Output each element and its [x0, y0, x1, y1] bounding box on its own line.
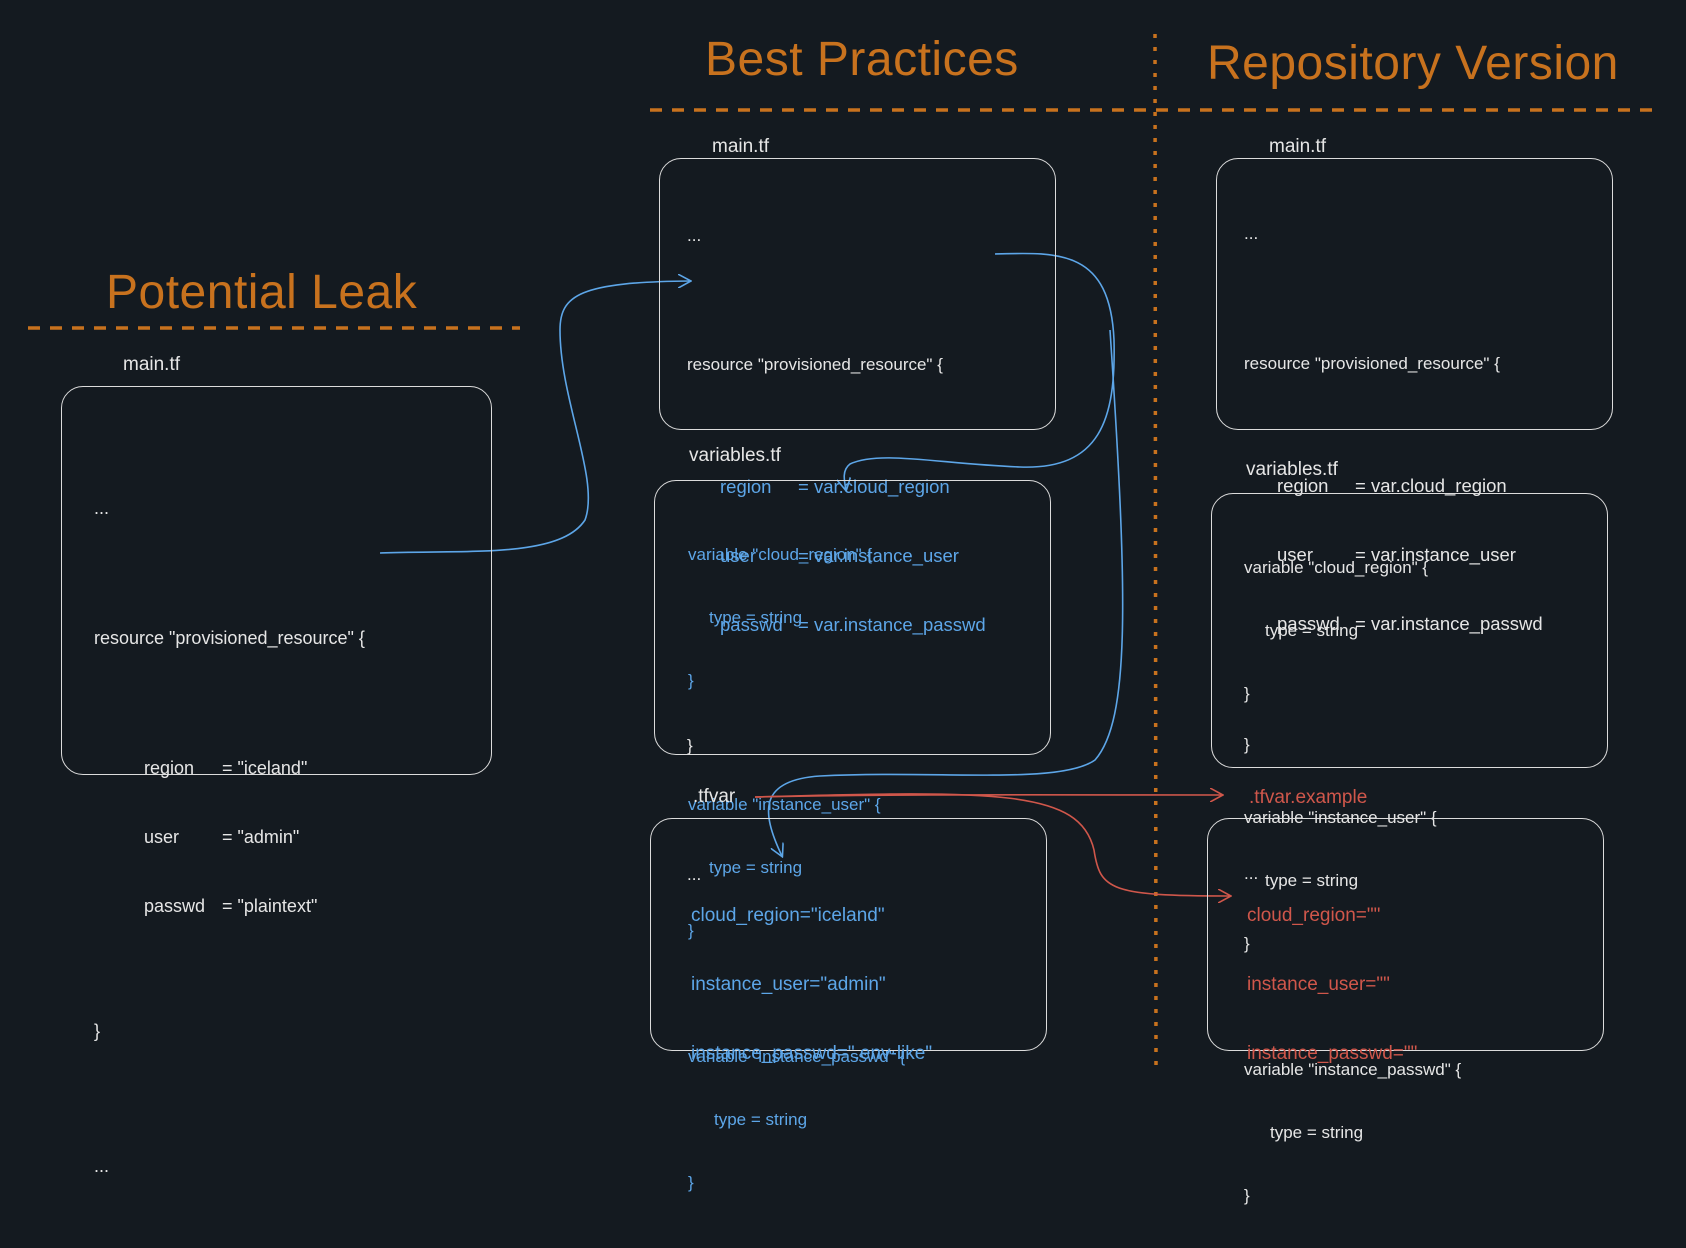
field-key: user: [1277, 544, 1313, 565]
code-ellipsis: ...: [1244, 864, 1259, 883]
repo-tfvar-example-label: .tfvar.example: [1249, 787, 1368, 808]
tfvar-line: instance_user="admin": [691, 974, 886, 995]
best-tfvar-label: .tfvar: [693, 786, 736, 807]
code-ellipsis: ...: [94, 1156, 110, 1176]
repo-variables-tf-box: [1211, 493, 1608, 768]
code-close: }: [687, 736, 693, 755]
leak-main-tf-label: main.tf: [123, 354, 181, 375]
repo-variables-tf-label: variables.tf: [1246, 459, 1338, 480]
code-ellipsis: ...: [687, 226, 702, 245]
code-close: }: [1244, 735, 1250, 754]
repo-main-tf-code: ... resource "provisioned_resource" { re…: [1244, 176, 1543, 931]
best-main-tf-box: [659, 158, 1056, 430]
code-resource-open: resource "provisioned_resource" {: [1244, 354, 1500, 373]
variable-close: }: [1244, 934, 1250, 953]
tfvar-line: instance_passwd=".env-like": [691, 1043, 933, 1064]
leak-main-tf-box: [61, 386, 492, 775]
field-key: user: [144, 827, 180, 847]
field-value: = "admin": [222, 827, 300, 847]
field-key: region: [144, 758, 195, 778]
field-value: = var.instance_passwd: [798, 614, 986, 635]
field-value: = var.cloud_region: [798, 476, 950, 497]
arrow-best-main-to-variables: [844, 252, 1115, 490]
variable-open: variable "instance_passwd" {: [1244, 1060, 1462, 1079]
variable-type: type = string: [1265, 621, 1359, 640]
variable-type: type = string: [1270, 1123, 1364, 1142]
best-main-tf-label: main.tf: [712, 136, 770, 157]
field-key: region: [720, 476, 772, 497]
variable-open: variable "cloud_region" {: [1244, 558, 1429, 577]
field-key: user: [720, 545, 756, 566]
best-main-tf-code: ... resource "provisioned_resource" { re…: [687, 178, 986, 932]
best-tfvar-box: [650, 818, 1047, 1051]
code-ellipsis: ...: [1244, 224, 1259, 243]
vertical-divider-line: [1153, 33, 1158, 1066]
heading-potential-leak: Potential Leak: [106, 266, 418, 319]
code-ellipsis: ...: [94, 498, 110, 518]
code-close: }: [94, 1021, 101, 1041]
best-variables-tf-box: [654, 480, 1051, 755]
variable-type: type = string: [714, 1110, 808, 1129]
field-value: = "plaintext": [222, 896, 318, 916]
variable-type: type = string: [709, 858, 803, 877]
connectors-layer: [28, 33, 1660, 1066]
tfvar-example-line: instance_user="": [1247, 974, 1390, 995]
field-key: passwd: [720, 614, 783, 635]
arrow-best-main-to-tfvar: [767, 329, 1124, 856]
field-value: = var.instance_user: [1355, 544, 1516, 565]
heading-best-practices: Best Practices: [705, 33, 1019, 86]
heading-repository-version: Repository Version: [1207, 37, 1619, 90]
variable-close: }: [688, 671, 694, 690]
code-resource-open: resource "provisioned_resource" {: [687, 355, 943, 374]
field-key: region: [1277, 475, 1329, 496]
variable-close: }: [1244, 684, 1250, 703]
variable-close: }: [688, 921, 694, 940]
best-variables-tf-label: variables.tf: [689, 445, 781, 466]
field-value: = var.instance_passwd: [1355, 613, 1543, 634]
tfvar-example-line: cloud_region="": [1247, 905, 1381, 926]
field-key: passwd: [1277, 613, 1340, 634]
field-key: passwd: [144, 896, 206, 916]
arrow-tfvar-to-example-box: [754, 793, 1230, 896]
code-resource-open: resource "provisioned_resource" {: [94, 628, 365, 648]
variable-type: type = string: [709, 608, 803, 627]
variable-open: variable "instance_user" {: [688, 795, 881, 814]
variable-open: variable "cloud_region" {: [688, 545, 873, 564]
field-value: = var.cloud_region: [1355, 475, 1507, 496]
diagram-canvas: Potential Leak Best Practices Repository…: [28, 33, 1660, 1205]
tfvar-line: cloud_region="iceland": [691, 905, 885, 926]
variable-open: variable "instance_passwd" {: [688, 1047, 906, 1066]
leak-main-tf-code: ... resource "provisioned_resource" { re…: [94, 451, 365, 1224]
code-ellipsis: ...: [687, 865, 702, 884]
repo-tfvar-example-box: [1207, 818, 1604, 1051]
arrow-leak-to-best-main: [379, 281, 690, 554]
variable-open: variable "instance_user" {: [1244, 808, 1437, 827]
repo-main-tf-box: [1216, 158, 1613, 430]
best-tfvar-code: cloud_region="iceland" instance_user="ad…: [691, 858, 932, 1111]
tfvar-example-line: instance_passwd="": [1247, 1043, 1418, 1064]
variable-close: }: [1244, 1186, 1250, 1205]
repo-main-tf-label: main.tf: [1269, 136, 1327, 157]
variable-type: type = string: [1265, 871, 1359, 890]
field-value: = "iceland": [222, 758, 308, 778]
field-value: = var.instance_user: [798, 545, 959, 566]
variable-close: }: [688, 1173, 694, 1192]
repo-tfvar-example-code: cloud_region="" instance_user="" instanc…: [1247, 858, 1417, 1111]
